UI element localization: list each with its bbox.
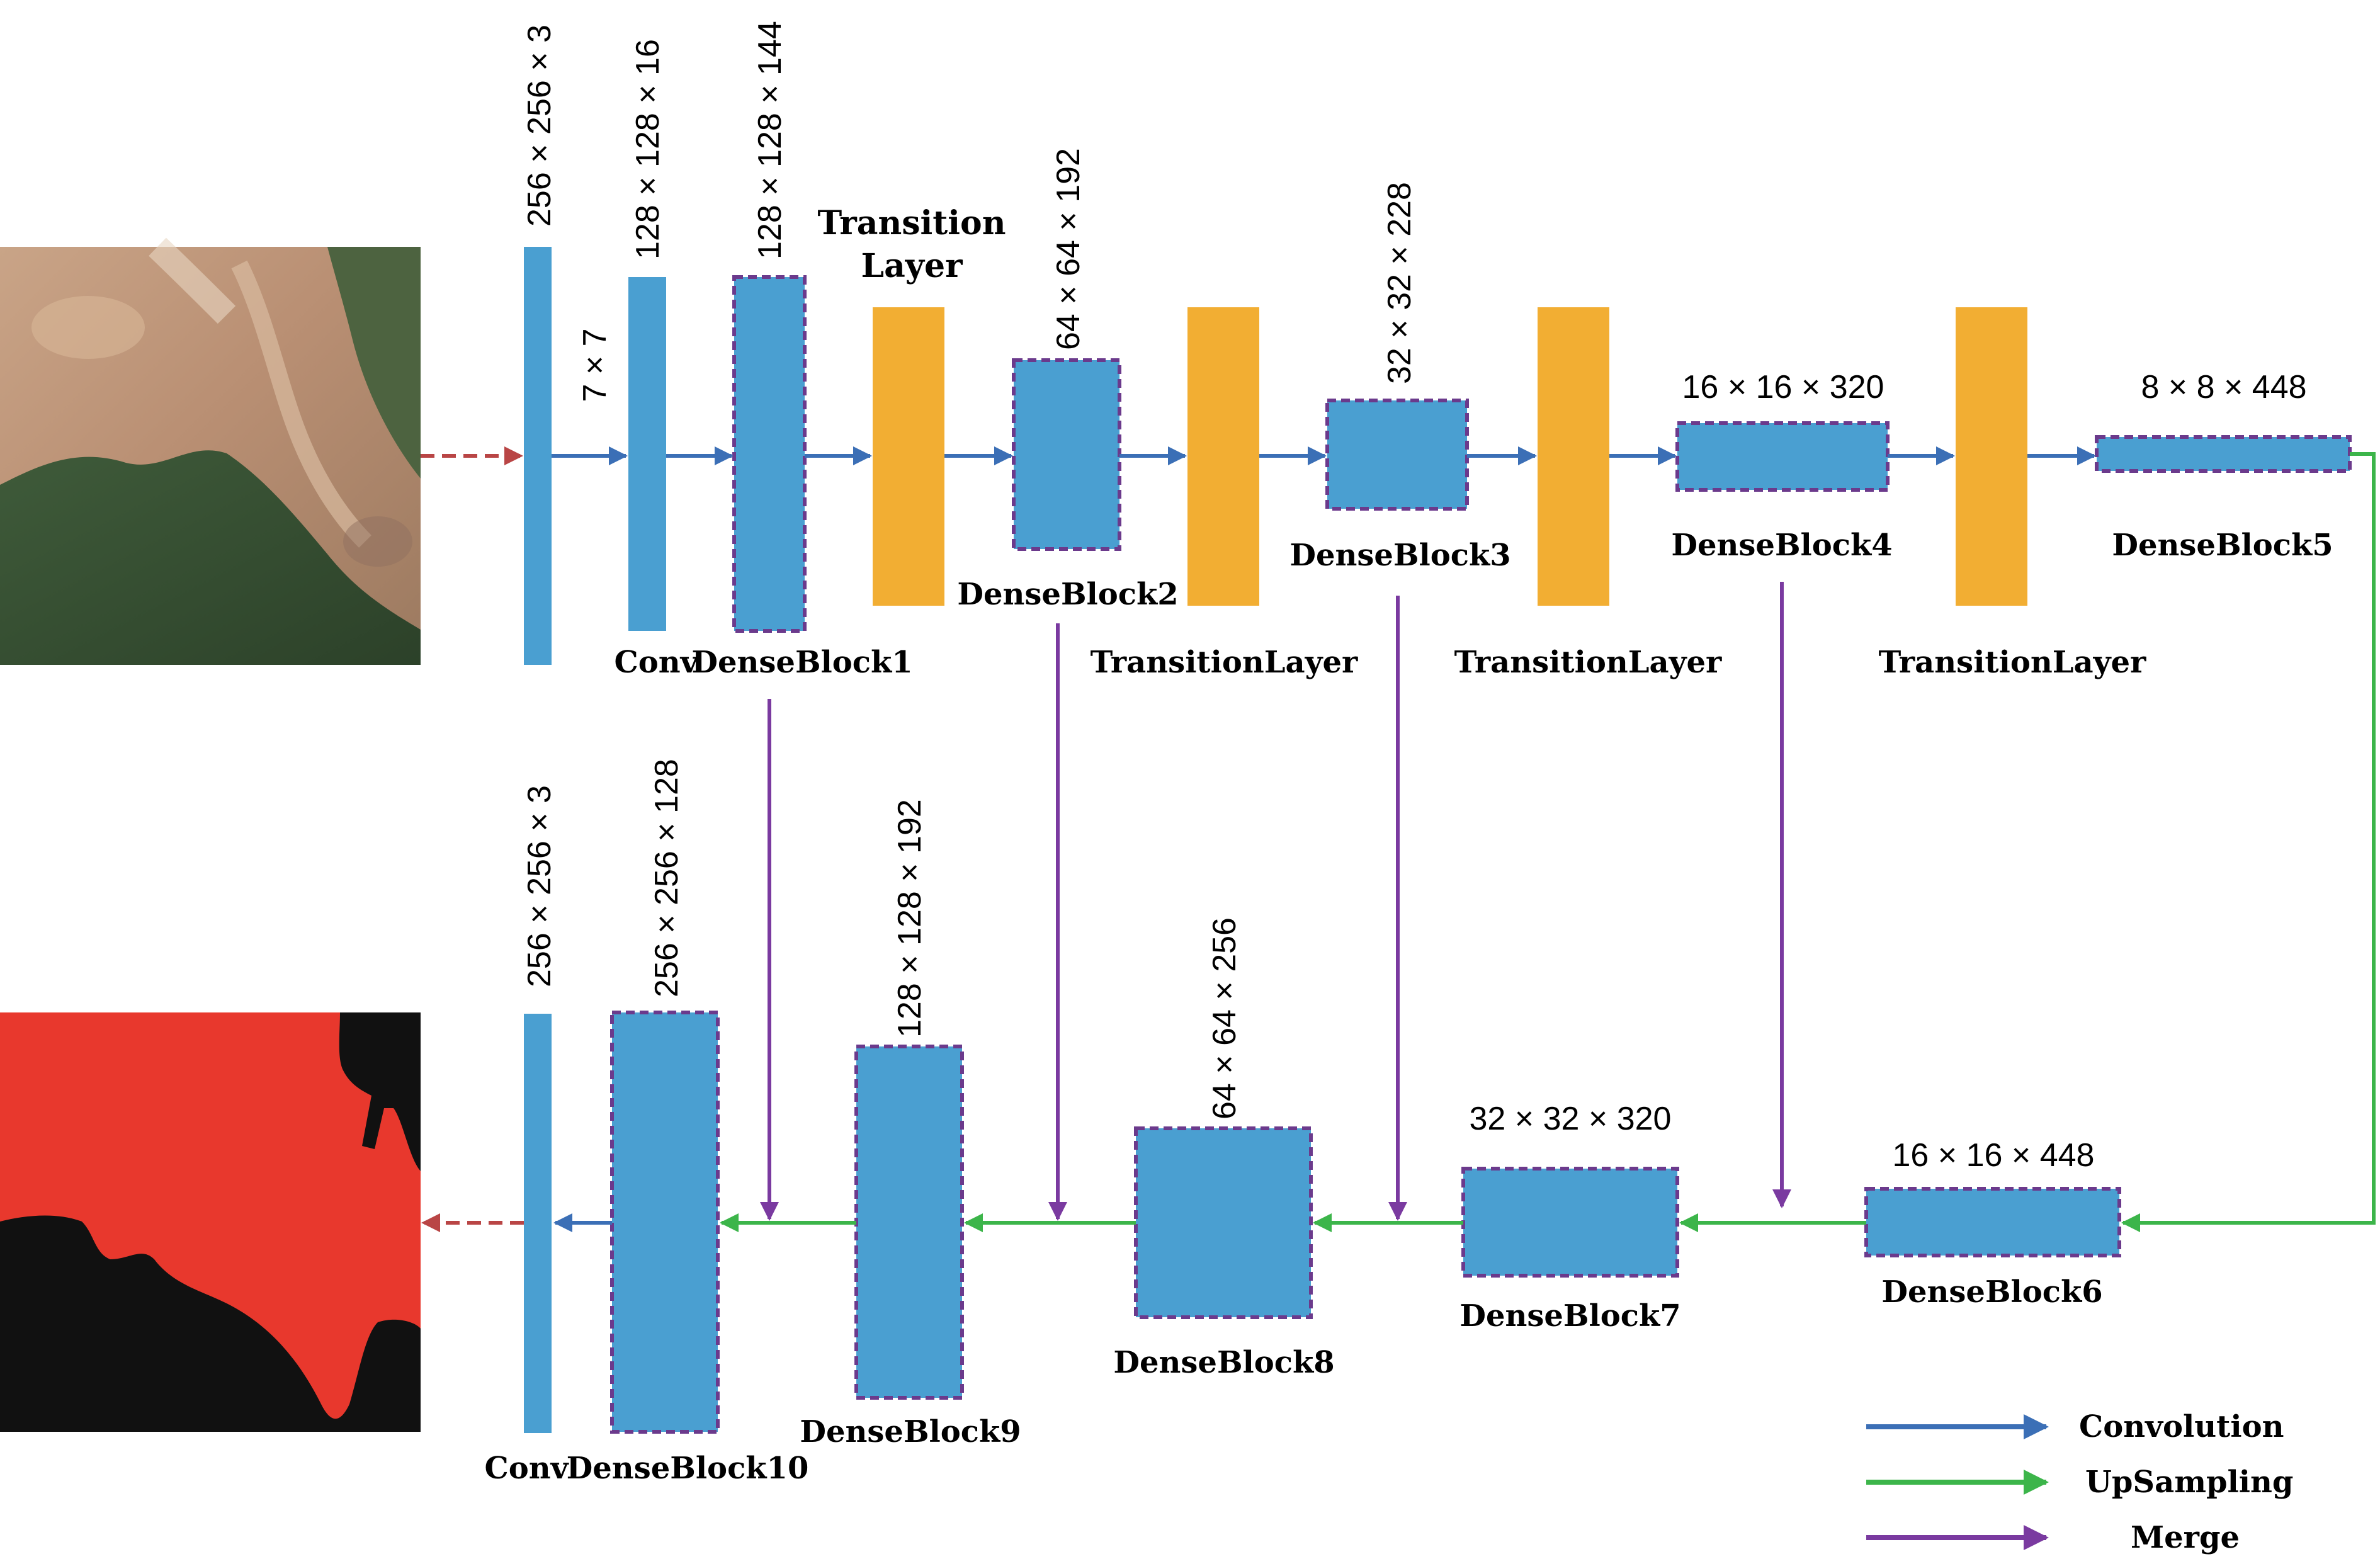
transition-label-bottom: Layer [861,247,963,285]
denseblock6 [1864,1187,2121,1257]
db3-dim-label: 32 × 32 × 228 [1381,182,1418,384]
db7-label: DenseBlock7 [1459,1298,1680,1334]
denseblock7 [1461,1167,1679,1278]
db10-dim-label: 256 × 256 × 128 [649,759,685,997]
conv-label: Conv [614,645,699,680]
upsample-arrow-5-6 [2121,452,2376,1232]
db9-dim-label: 128 × 128 × 192 [892,799,928,1038]
output-mask-image [0,1012,421,1432]
db8-dim-label: 64 × 64 × 256 [1206,917,1243,1120]
legend: Convolution UpSampling Merge [1866,1409,2293,1555]
transition-layer-3 [1538,307,1609,606]
denseblock9 [854,1045,964,1400]
db6-label: DenseBlock6 [1881,1274,2102,1310]
db7-dim-label: 32 × 32 × 320 [1470,1101,1672,1137]
merge-arrows [760,582,1791,1221]
db5-dim-label: 8 × 8 × 448 [2141,369,2306,405]
input-image [0,237,421,665]
out-conv-label: Conv [484,1451,569,1486]
denseblock8 [1134,1126,1313,1319]
legend-convolution-label: Convolution [2079,1409,2284,1444]
db5-label: DenseBlock5 [2112,528,2333,563]
tl3-label: TransitionLayer [1454,645,1722,680]
kernel-size-label: 7 × 7 [577,328,613,402]
transition-layer-2 [1187,307,1259,606]
transition-layer-1 [873,307,944,606]
db1-label: DenseBlock1 [691,645,912,680]
legend-upsampling-label: UpSampling [2085,1465,2293,1500]
db9-label: DenseBlock9 [800,1414,1021,1449]
denseblock1 [732,275,807,633]
out-dim-label: 256 × 256 × 3 [521,785,558,987]
tl2-label: TransitionLayer [1091,645,1358,680]
tl4-label: TransitionLayer [1879,645,2146,680]
db4-label: DenseBlock4 [1671,528,1892,563]
legend-merge-label: Merge [2131,1520,2240,1555]
db4-dim-label: 16 × 16 × 320 [1682,369,1884,405]
transition-label-top: Transition [817,204,1006,242]
denseblock5 [2095,435,2352,473]
denseblock2 [1012,358,1121,551]
db3-label: DenseBlock3 [1289,538,1510,573]
transition-layer-4 [1956,307,2027,606]
denseblock10 [610,1011,720,1434]
conv-layer-bar [628,277,666,631]
input-dim-label: 256 × 256 × 3 [521,25,558,227]
output-layer-bar [524,1014,552,1433]
db2-label: DenseBlock2 [957,577,1178,612]
db1-dim-label: 128 × 128 × 144 [752,21,788,259]
db6-dim-label: 16 × 16 × 448 [1893,1137,2095,1174]
db2-dim-label: 64 × 64 × 192 [1050,148,1087,350]
conv-dim-label: 128 × 128 × 16 [630,39,666,259]
denseblock4 [1675,421,1890,492]
db8-label: DenseBlock8 [1113,1345,1334,1380]
upsampling-arrows [720,452,2376,1232]
denseblock3 [1325,399,1469,511]
input-layer-bar [524,247,552,665]
encoder-arrows [552,446,2096,1232]
db10-label: DenseBlock10 [567,1451,809,1486]
